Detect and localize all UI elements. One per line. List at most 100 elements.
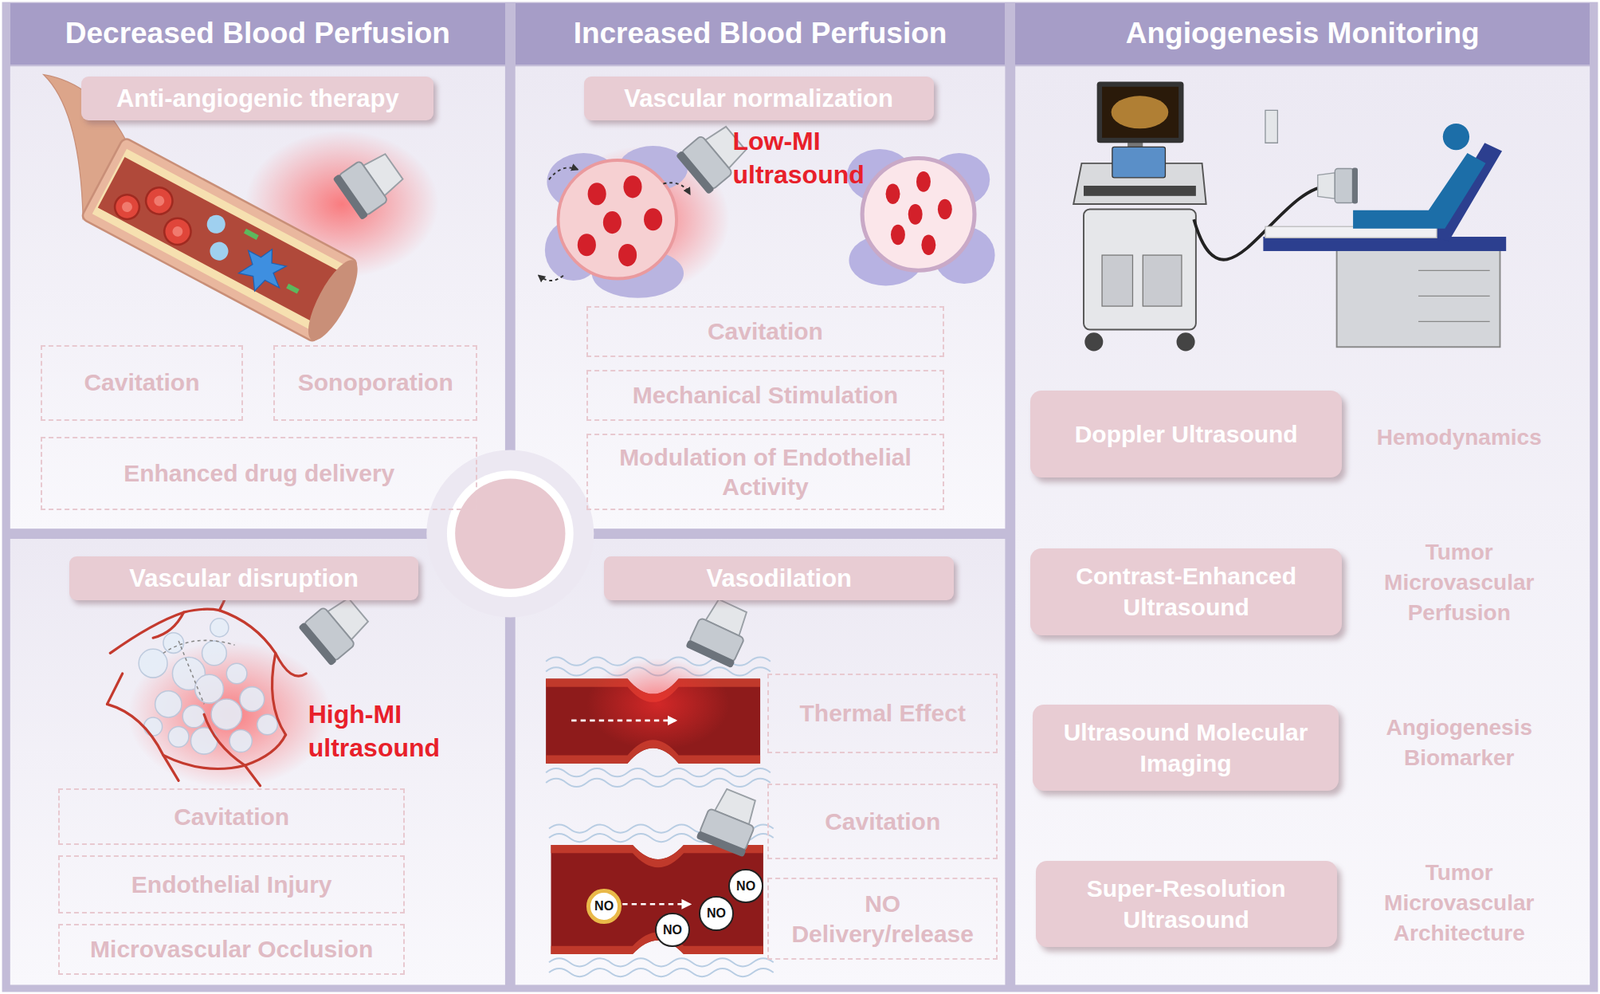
burst-symbol [232, 239, 294, 301]
tissue-mesh [549, 957, 774, 966]
mechanism-label: Cavitation [707, 316, 824, 347]
method-label: Super-Resolution Ultrasound [1042, 872, 1331, 935]
microbubble [210, 618, 229, 637]
vessel-branch [109, 608, 220, 653]
red-blood-cell [916, 171, 931, 193]
category-pill: Anti-angiogenic therapy [81, 76, 434, 121]
red-blood-cell [170, 224, 185, 239]
measurement-label: Hemodynamics [1356, 422, 1561, 453]
touch-screen [1112, 146, 1166, 177]
badge-text: NO [736, 878, 756, 894]
flow-arrow [662, 182, 690, 194]
red-blood-cell [643, 207, 663, 231]
red-blood-cell [120, 200, 134, 214]
flow-arrow [538, 275, 564, 281]
microbubble [257, 713, 279, 735]
measurement-label: Tumor Microvascular Architecture [1356, 857, 1561, 949]
microbubble [229, 729, 252, 752]
center-ring [426, 450, 594, 618]
vessel-layer [92, 149, 347, 331]
drug-particle [286, 283, 300, 295]
mechanism-label: Mechanical Stimulation [632, 380, 899, 411]
category-pill: Vascular disruption [69, 556, 419, 600]
red-blood-cell [623, 175, 642, 198]
machine-panel [1142, 254, 1182, 306]
drug-particle [243, 228, 259, 240]
no-badge: NO [586, 888, 622, 924]
mechanism-box: Sonoporation [273, 345, 478, 421]
monitor-screen [1101, 86, 1179, 138]
no-badge: NO [698, 895, 734, 931]
panel [1015, 66, 1590, 985]
mechanism-label: Cavitation [83, 367, 200, 398]
mechanism-label: NO Delivery/release [772, 888, 993, 949]
panel [515, 66, 1006, 529]
method-pill: Contrast-Enhanced Ultrasound [1030, 548, 1342, 636]
red-blood-cell [886, 183, 901, 204]
category-pill: Vascular normalization [584, 76, 934, 121]
badge-text: NO [706, 905, 726, 921]
mechanism-box: Thermal Effect [767, 673, 998, 753]
panel [515, 538, 1006, 985]
mechanism-box: Cavitation [767, 783, 998, 859]
ultrasound-intensity-label: Low-MI ultrasound [732, 124, 896, 192]
red-blood-cell [577, 233, 597, 256]
mechanism-label: Microvascular Occlusion [90, 933, 373, 965]
mechanism-box: Mechanical Stimulation [586, 369, 944, 421]
category-label: Vasodilation [705, 563, 852, 593]
category-label: Vascular normalization [623, 83, 894, 114]
ultrasound-probe [695, 784, 765, 857]
microbubble [202, 640, 228, 666]
column-heading: Increased Blood Perfusion [515, 3, 1006, 65]
red-blood-cell [937, 199, 953, 220]
bed-drawer [1418, 270, 1491, 271]
microbubble [168, 726, 189, 748]
vessel-branch [163, 734, 287, 769]
red-blood-cell [921, 234, 936, 255]
mechanism-box: NO Delivery/release [767, 877, 998, 959]
flow-arrow [622, 902, 691, 906]
bed-drawer [1418, 321, 1491, 322]
ultrasound-glow [586, 658, 730, 750]
patient [1352, 152, 1486, 229]
mechanism-label: Endothelial Injury [131, 869, 333, 900]
probe-holder [1265, 109, 1278, 143]
mechanism-box: Microvascular Occlusion [58, 923, 405, 975]
mechanism-box: Endothelial Injury [58, 854, 405, 914]
ultrasound-intensity-label: High-MI ultrasound [308, 697, 472, 765]
red-blood-cell [110, 190, 145, 224]
wheel [1176, 332, 1196, 351]
machine-panel [1101, 254, 1133, 306]
mechanism-box: Modulation of Endothelial Activity [586, 433, 944, 510]
center-ring [447, 470, 574, 597]
vessel-lumen [98, 156, 342, 323]
microbubble [211, 698, 242, 730]
microbubble [155, 690, 182, 718]
vessel-branch [106, 673, 122, 704]
machine-body [1083, 208, 1197, 330]
mechanism-label: Cavitation [173, 801, 290, 832]
red-blood-cell [908, 203, 923, 225]
ultrasound-glow [127, 640, 332, 788]
measurement-label: Angiogenesis Biomarker [1356, 712, 1561, 773]
ultrasound-image [1111, 95, 1169, 129]
center-disc [454, 478, 565, 589]
mechanism-label: Thermal Effect [800, 698, 966, 729]
red-blood-cell [618, 243, 637, 267]
vessel-branch [244, 764, 260, 786]
vessel-branch [106, 703, 179, 781]
red-blood-cell [159, 213, 196, 250]
microbubble [203, 211, 229, 237]
mechanism-box: Cavitation [40, 345, 244, 421]
vessel-end [299, 253, 368, 346]
mechanism-box: Enhanced drug delivery [40, 436, 478, 510]
method-pill: Super-Resolution Ultrasound [1035, 860, 1338, 948]
microbubble [182, 705, 205, 728]
category-label: Vascular disruption [129, 563, 359, 593]
red-blood-cell [603, 211, 622, 234]
monitor [1097, 81, 1185, 143]
mechanism-label: Modulation of Endothelial Activity [591, 442, 939, 502]
